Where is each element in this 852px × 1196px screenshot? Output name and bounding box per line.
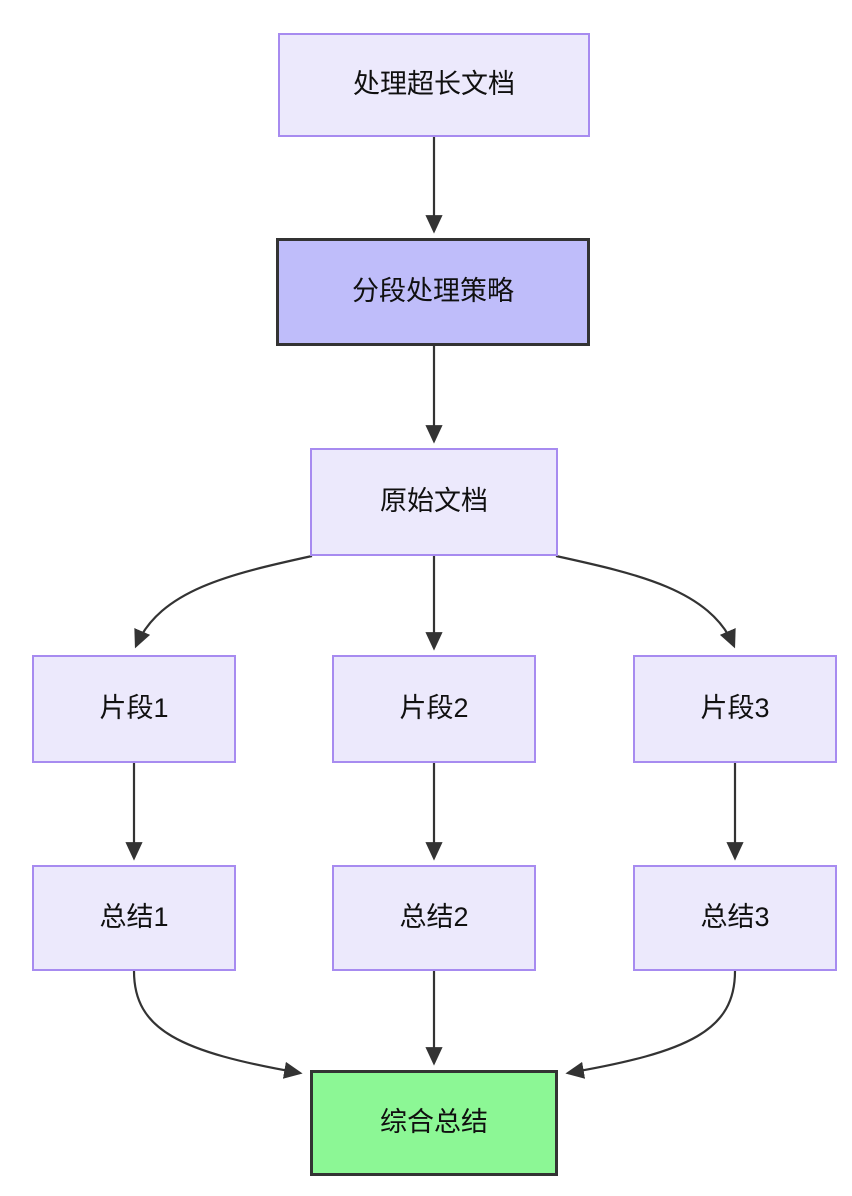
node-fragment-3[interactable]: 片段3 (633, 655, 837, 763)
node-label: 总结2 (399, 902, 469, 933)
node-summary-2[interactable]: 总结2 (332, 865, 536, 971)
edge-n7-n10 (132, 970, 303, 1079)
node-label: 原始文档 (380, 486, 488, 517)
node-comprehensive-summary[interactable]: 综合总结 (310, 1070, 558, 1176)
node-label: 分段处理策略 (352, 276, 514, 307)
node-label: 片段1 (99, 693, 169, 724)
node-summary-3[interactable]: 总结3 (633, 865, 837, 971)
node-label: 总结1 (99, 902, 169, 933)
node-chunking-strategy[interactable]: 分段处理策略 (276, 238, 590, 346)
node-label: 片段2 (399, 693, 469, 724)
node-summary-1[interactable]: 总结1 (32, 865, 236, 971)
node-fragment-2[interactable]: 片段2 (332, 655, 536, 763)
node-label: 处理超长文档 (353, 69, 515, 100)
node-process-long-document[interactable]: 处理超长文档 (278, 33, 590, 137)
edge-n3-n6 (555, 554, 736, 649)
node-label: 片段3 (700, 693, 770, 724)
node-label: 总结3 (700, 902, 770, 933)
node-original-document[interactable]: 原始文档 (310, 448, 558, 556)
edge-n3-n4 (134, 554, 313, 649)
node-fragment-1[interactable]: 片段1 (32, 655, 236, 763)
edge-n9-n10 (565, 970, 737, 1079)
node-label: 综合总结 (380, 1107, 488, 1138)
